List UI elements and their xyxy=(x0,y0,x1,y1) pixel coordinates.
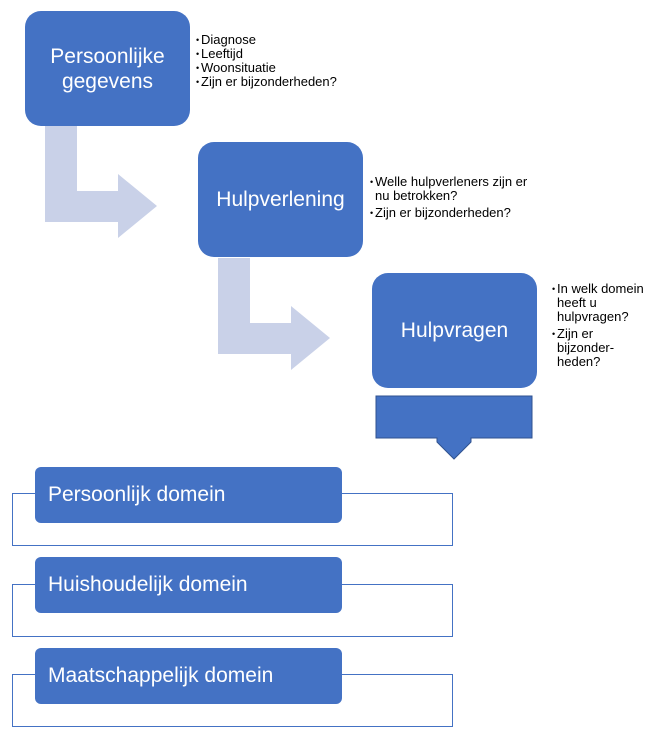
step-title-line2: gegevens xyxy=(61,69,154,93)
connector-arrow-1 xyxy=(45,126,157,238)
step-notes-hulpvragen: In welk domein heeft u hulpvragen? Zijn … xyxy=(552,282,650,369)
domain-label: Persoonlijk domein xyxy=(48,483,226,506)
down-arrow xyxy=(375,395,533,460)
step-box-hulpverlening: Hulpverlening xyxy=(198,142,363,257)
note-item: Welle hulpverleners zijn er nu betrokken… xyxy=(370,175,545,203)
note-item: Leeftijd xyxy=(196,47,366,62)
step-title-line1: Persoonlijke xyxy=(50,44,165,68)
note-item: Zijn er bijzonderheden? xyxy=(196,75,366,90)
note-item: Woonsituatie xyxy=(196,61,366,76)
domain-box-maatschappelijk: Maatschappelijk domein xyxy=(35,648,342,704)
domain-label: Huishoudelijk domein xyxy=(48,573,248,596)
step-box-persoonlijke-gegevens: Persoonlijke gegevens xyxy=(25,11,190,126)
step-box-hulpvragen: Hulpvragen xyxy=(372,273,537,388)
note-item: Diagnose xyxy=(196,33,366,48)
note-item: Zijn er bijzonderheden? xyxy=(370,206,545,221)
note-item: Zijn er bijzonder-heden? xyxy=(552,327,650,369)
step-title: Hulpvragen xyxy=(400,318,509,342)
domain-label: Maatschappelijk domein xyxy=(48,664,274,687)
step-notes-hulpverlening: Welle hulpverleners zijn er nu betrokken… xyxy=(370,175,545,221)
domain-box-huishoudelijk: Huishoudelijk domein xyxy=(35,557,342,613)
step-title: Hulpverlening xyxy=(216,187,345,211)
domain-box-persoonlijk: Persoonlijk domein xyxy=(35,467,342,523)
step-notes-persoonlijke-gegevens: Diagnose Leeftijd Woonsituatie Zijn er b… xyxy=(196,33,366,90)
note-item: In welk domein heeft u hulpvragen? xyxy=(552,282,650,324)
connector-arrow-2 xyxy=(218,258,330,370)
